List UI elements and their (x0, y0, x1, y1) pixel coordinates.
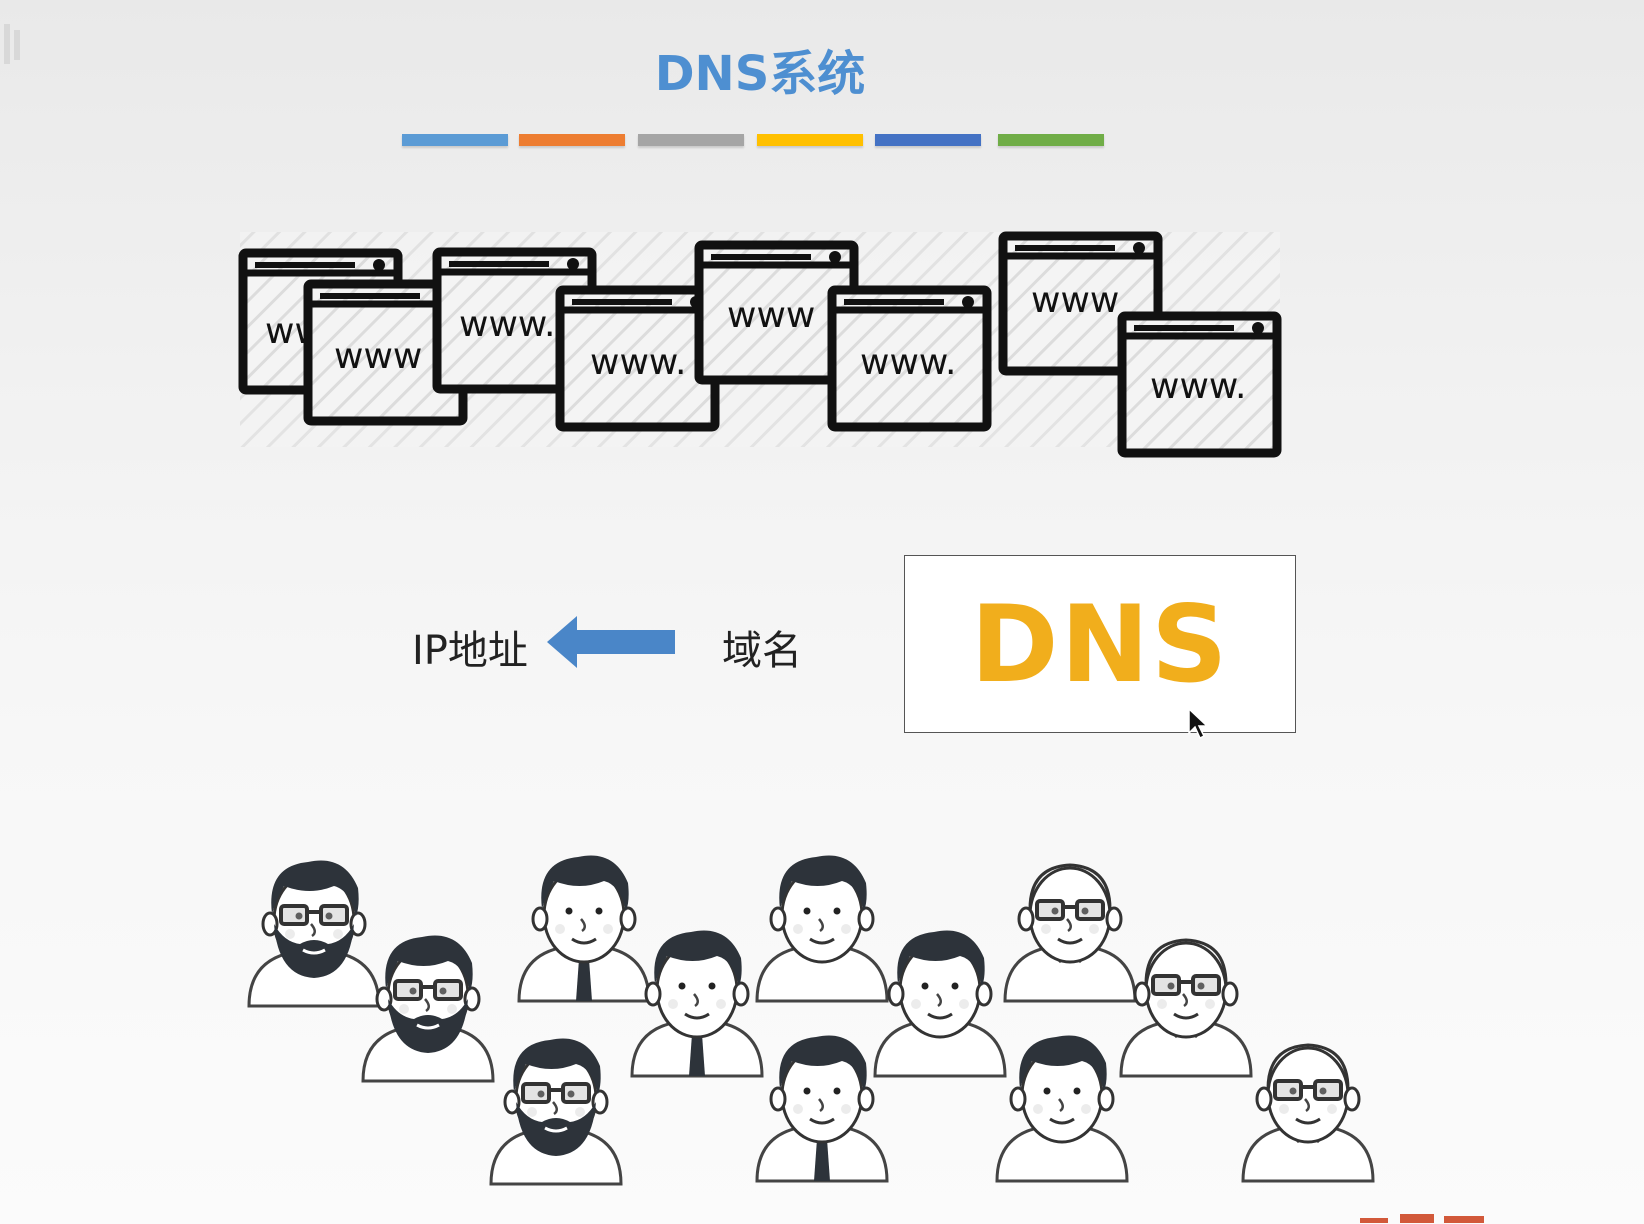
window-url-text: www (1031, 280, 1119, 321)
window-url-text: www. (590, 342, 686, 383)
website-window-icon: www. (1117, 311, 1282, 458)
color-bar (519, 134, 625, 146)
ip-address-label: IP地址 (412, 628, 528, 674)
website-window-icon: www. (555, 285, 720, 432)
color-bar (998, 134, 1104, 146)
domain-name-label: 域名 (722, 628, 802, 674)
window-url-text: www (727, 295, 815, 336)
website-window-icon: www (694, 240, 859, 385)
window-url-text: www. (459, 304, 555, 345)
person-casual-icon (757, 855, 887, 1001)
window-url-text: www. (1150, 366, 1246, 407)
left-arrow-icon (547, 616, 675, 668)
person-suit-icon (757, 1035, 887, 1181)
person-suit-icon (519, 855, 649, 1001)
person-casual-icon (997, 1035, 1127, 1181)
person-bald-glasses-icon (1005, 865, 1135, 1001)
corner-watermark-icon (4, 24, 20, 64)
cropped-red-text-mark (1360, 1214, 1484, 1223)
person-bearded-glasses-icon (249, 860, 379, 1006)
person-bald-glasses-icon (1121, 940, 1251, 1076)
slide-title: DNS系统 (654, 46, 866, 102)
person-bearded-glasses-icon (491, 1038, 621, 1184)
website-window-icon: www. (827, 285, 992, 432)
color-bar (875, 134, 981, 146)
dns-box: DNS (904, 555, 1296, 733)
window-url-text: www (334, 336, 422, 377)
color-bar (757, 134, 863, 146)
color-bar (638, 134, 744, 146)
website-window-icon: www. (432, 247, 597, 394)
window-url-text: www. (860, 342, 956, 383)
person-bald-glasses-icon (1243, 1045, 1373, 1181)
person-suit-icon (632, 930, 762, 1076)
person-casual-icon (875, 930, 1005, 1076)
dns-box-label: DNS (970, 582, 1230, 706)
person-bearded-glasses-icon (363, 935, 493, 1081)
mouse-cursor-icon (1188, 708, 1209, 740)
color-bar (402, 134, 508, 146)
color-bar-row (402, 134, 1104, 146)
website-window-group: www. www www. www. www www. www (238, 231, 1282, 458)
